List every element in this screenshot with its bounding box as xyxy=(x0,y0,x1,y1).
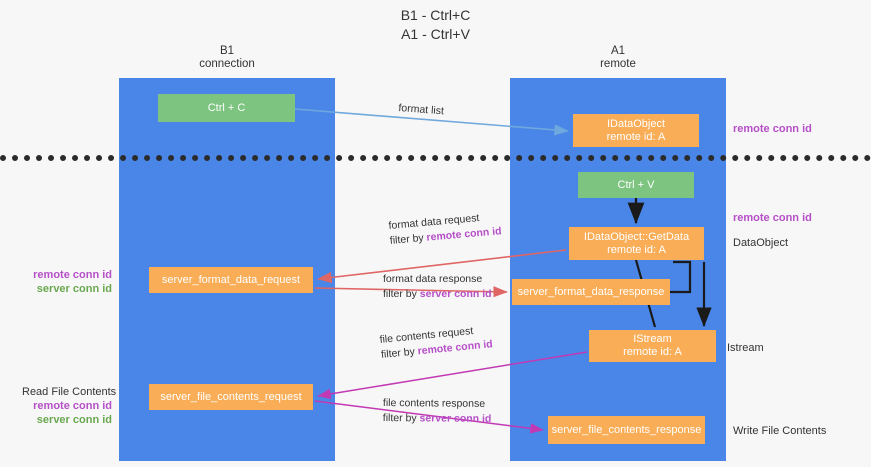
caption-format-list: format list xyxy=(398,101,444,119)
node-server-file-contents-request-label: server_file_contents_request xyxy=(160,390,302,403)
page-title-line-1: B1 - Ctrl+C xyxy=(400,7,471,23)
node-idataobject-label: IDataObject xyxy=(606,117,666,130)
page-title-line-2: A1 - Ctrl+V xyxy=(401,26,470,42)
caption-format-data-request-prefix: filter by xyxy=(389,231,428,247)
label-remote-conn-id-mid: remote conn id xyxy=(733,212,812,224)
node-server-format-data-request[interactable]: server_format_data_request xyxy=(149,267,313,293)
lane-header-a1: A1 remote xyxy=(510,45,726,71)
caption-format-data-response-line-1: format data response xyxy=(383,273,483,285)
label-write-file-contents: Write File Contents xyxy=(733,425,827,437)
caption-format-data-response-line-2: filter by server conn id xyxy=(383,287,492,302)
node-idataobject-getdata-sublabel: remote id: A xyxy=(607,243,666,256)
caption-file-contents-response-line-1: file contents response xyxy=(382,396,486,410)
node-idataobject[interactable]: IDataObject remote id: A xyxy=(573,114,699,147)
node-server-file-contents-response-label: server_file_contents_response xyxy=(551,423,702,436)
caption-file-contents-request: file contents request filter by remote c… xyxy=(379,322,493,363)
label-left-remote-conn-id-1: remote conn id xyxy=(33,269,112,281)
label-read-file-contents: Read File Contents xyxy=(22,386,117,398)
label-left-remote-conn-id-2: remote conn id xyxy=(33,400,112,412)
label-left-conn-ids-file: Read File Contents remote conn id server… xyxy=(22,385,117,427)
node-ctrl-v-label: Ctrl + V xyxy=(617,178,655,191)
node-istream-label: IStream xyxy=(633,333,672,345)
node-server-format-data-response-label: server_format_data_response xyxy=(517,285,665,298)
caption-format-data-response: format data response filter by server co… xyxy=(383,272,492,302)
lane-header-b1-line-2: connection xyxy=(199,58,255,70)
label-remote-conn-id-top: remote conn id xyxy=(733,123,812,135)
node-server-file-contents-request[interactable]: server_file_contents_request xyxy=(149,384,313,410)
label-left-server-conn-id-2: server conn id xyxy=(36,414,112,426)
caption-file-contents-response-prefix: filter by xyxy=(382,411,420,425)
caption-file-contents-response-line-2: filter by server conn id xyxy=(383,411,492,427)
node-server-file-contents-response[interactable]: server_file_contents_response xyxy=(548,416,705,444)
node-ctrl-c[interactable]: Ctrl + C xyxy=(158,94,295,122)
caption-file-contents-response-key: server conn id xyxy=(419,412,492,425)
node-istream-sublabel: remote id: A xyxy=(623,346,682,358)
lane-header-a1-line-2: remote xyxy=(600,58,636,70)
node-ctrl-v[interactable]: Ctrl + V xyxy=(578,172,694,198)
node-server-format-data-response[interactable]: server_format_data_response xyxy=(512,279,670,305)
caption-file-contents-request-prefix: filter by xyxy=(380,345,419,361)
node-idataobject-sublabel: remote id: A xyxy=(606,130,666,143)
caption-format-data-request: format data request filter by remote con… xyxy=(388,209,502,249)
caption-format-data-response-key: server conn id xyxy=(419,288,492,300)
caption-format-data-response-prefix: filter by xyxy=(383,288,420,300)
lane-header-b1-line-1: B1 xyxy=(219,45,235,57)
caption-file-contents-response: file contents response filter by server … xyxy=(383,396,492,427)
phase-divider xyxy=(0,155,871,161)
node-ctrl-c-label: Ctrl + C xyxy=(207,101,246,114)
node-idataobject-getdata[interactable]: IDataObject::GetData remote id: A xyxy=(569,227,704,260)
label-dataobject: DataObject xyxy=(733,237,789,249)
label-left-conn-ids-format: remote conn id server conn id xyxy=(22,268,112,296)
lane-header-a1-line-1: A1 xyxy=(610,45,626,57)
node-server-format-data-request-label: server_format_data_request xyxy=(161,273,301,286)
label-left-server-conn-id-1: server conn id xyxy=(36,283,112,295)
label-istream: Istream xyxy=(727,342,764,354)
page-title: B1 - Ctrl+C A1 - Ctrl+V xyxy=(0,6,871,44)
node-istream[interactable]: IStream remote id: A xyxy=(589,330,716,362)
caption-format-list-line-1: format list xyxy=(398,101,445,118)
lane-header-b1: B1 connection xyxy=(119,45,335,71)
node-idataobject-getdata-label: IDataObject::GetData xyxy=(583,230,690,243)
